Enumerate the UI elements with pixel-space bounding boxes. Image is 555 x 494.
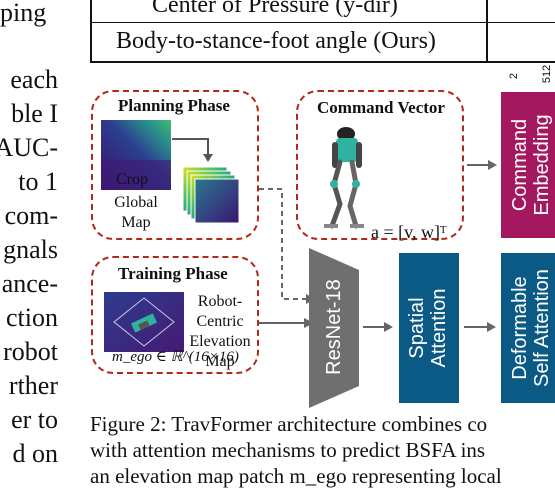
- deformable-attention-label: Deformable Self Attention: [509, 269, 553, 387]
- text-fragment: er to: [11, 405, 58, 434]
- text-fragment: ance-: [1, 269, 58, 298]
- text-fragment: each: [10, 65, 58, 94]
- caption-line-2: with attention mechanisms to predict BSF…: [90, 438, 486, 462]
- robot-image: [324, 127, 364, 229]
- text-fragment: ping: [0, 0, 47, 27]
- training-phase-title: Training Phase: [118, 264, 228, 283]
- elevation-map-label: Robot- Centric Elevation Map: [189, 293, 251, 370]
- table-cell: Body-to-stance-foot angle (Ours): [116, 28, 436, 54]
- table-border-bottom: [90, 61, 555, 63]
- resnet-spatial-arrow: [363, 322, 393, 332]
- table-row-divider: [90, 22, 555, 23]
- text-fragment: ction: [6, 303, 58, 332]
- command-vector-formula: a = [v, w]ᵀ: [371, 222, 447, 242]
- caption-line-3: an elevation map patch m_ego representin…: [90, 464, 502, 488]
- table-border-left: [90, 0, 92, 62]
- command-embedding-arrow: [467, 160, 497, 170]
- text-fragment: gnals: [3, 235, 58, 264]
- text-fragment: ble I: [11, 99, 58, 128]
- global-map-image: [101, 120, 171, 190]
- spatial-attention-block: [399, 253, 459, 403]
- cropped-map-stack: [183, 167, 240, 224]
- command-vector-title: Command Vector: [317, 98, 445, 117]
- crop-arrow: [172, 138, 213, 162]
- resnet-block: [309, 248, 359, 408]
- elevation-map-image: [104, 292, 184, 352]
- planning-phase-title: Planning Phase: [118, 96, 230, 115]
- elevation-map-formula: m_ego ∈ ℝ^(16×16): [112, 349, 239, 365]
- dim-label: 2: [508, 72, 521, 80]
- text-fragment: to 1: [18, 167, 58, 196]
- spatial-deformable-arrow: [464, 322, 496, 332]
- dim-label: 512: [541, 64, 554, 84]
- command-embedding-block: [501, 92, 555, 238]
- text-fragment: d on: [12, 439, 59, 468]
- table-column-divider: [486, 0, 488, 62]
- global-map-label: Global Map: [114, 194, 158, 231]
- command-vector-box: [296, 90, 464, 240]
- command-embedding-label: Command Embedding: [509, 114, 553, 216]
- left-column-text: ping each ble I AUC- to 1 com- gnals anc…: [0, 0, 78, 494]
- text-fragment: AUC-: [0, 133, 58, 162]
- text-fragment: com-: [4, 201, 58, 230]
- table-cell: Center of Pressure (y-dir): [152, 0, 398, 18]
- crop-label: Crop: [116, 171, 148, 188]
- planning-phase-box: [91, 90, 259, 240]
- spatial-attention-label: Spatial Attention: [406, 288, 450, 368]
- training-phase-box: [91, 256, 259, 374]
- resnet-label: ResNet-18: [323, 279, 345, 375]
- text-fragment: robot: [3, 337, 58, 366]
- deformable-attention-block: [501, 253, 555, 403]
- caption-line: Figure 2: TravFormer architecture combin…: [90, 412, 488, 436]
- text-fragment: rther: [8, 371, 58, 400]
